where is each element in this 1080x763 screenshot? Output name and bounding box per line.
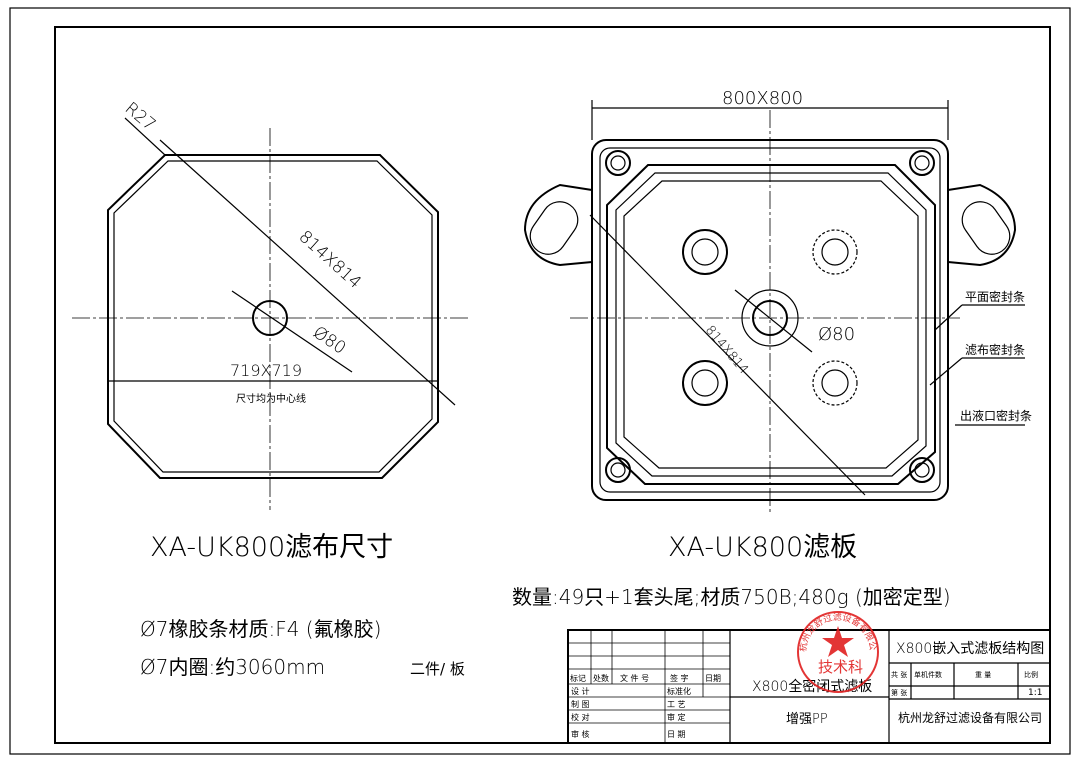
radius-label: R27	[121, 99, 159, 136]
svg-text:重 量: 重 量	[975, 671, 991, 679]
hole-label: Ø80	[309, 323, 349, 359]
svg-text:设 计: 设 计	[571, 686, 590, 696]
drain-ports	[682, 229, 858, 406]
svg-text:制 图: 制 图	[571, 699, 590, 709]
quantity-note: 数量:49只+1套头尾;材质750B;480g (加密定型)	[512, 585, 951, 609]
side-handles	[523, 183, 1017, 267]
svg-text:校 对: 校 对	[571, 712, 590, 722]
svg-text:单机件数: 单机件数	[914, 670, 942, 679]
centerline-note: 尺寸均为中心线	[236, 392, 306, 405]
plate-width-label: 800X800	[722, 88, 803, 109]
product-name: X800全密闭式滤板	[752, 678, 872, 695]
svg-text:标记: 标记	[570, 673, 586, 683]
svg-text:工 艺: 工 艺	[667, 700, 686, 709]
svg-text:签 字: 签 字	[670, 673, 689, 683]
callout-flat-seal: 平面密封条	[965, 289, 1025, 304]
left-view-title: XA-UK800滤布尺寸	[150, 532, 393, 563]
title-block: 标记 处数 文 件 号 签 字 日期 设 计 标准化 制 图 工 艺 校 对 审…	[567, 629, 1051, 744]
corner-holes	[605, 150, 935, 483]
plate-hole-label: Ø80	[818, 324, 855, 345]
callout-cloth-seal: 滤布密封条	[965, 342, 1025, 357]
outer-frame	[9, 7, 1071, 755]
svg-text:审 核: 审 核	[571, 729, 590, 739]
per-plate-note: 二件/ 板	[410, 660, 465, 678]
svg-text:共 张: 共 张	[891, 670, 907, 679]
svg-text:文 件 号: 文 件 号	[620, 673, 649, 683]
svg-text:标准化: 标准化	[667, 686, 691, 696]
rubber-material-note: Ø7橡胶条材质:F4 (氟橡胶)	[140, 617, 381, 641]
scale: 1:1	[1028, 688, 1042, 698]
center-hole	[252, 300, 288, 336]
plate-outline	[591, 139, 949, 501]
star-icon	[822, 626, 854, 657]
right-view-title: XA-UK800滤板	[668, 532, 857, 563]
filter-cloth-view: R27 814X814 Ø80 719X719 尺寸均为中心线	[72, 99, 470, 510]
material: 增强PP	[786, 712, 828, 727]
width-label: 719X719	[230, 361, 302, 380]
cloth-outline	[107, 154, 439, 479]
plate-diagonal-label: 814X814	[702, 323, 751, 377]
company-name: 杭州龙舒过滤设备有限公司	[898, 710, 1042, 725]
drawing-title: X800嵌入式滤板结构图	[896, 641, 1044, 657]
diagonal-label: 814X814	[295, 227, 365, 293]
svg-text:日期: 日期	[705, 674, 721, 683]
rubber-length-note: Ø7内圈:约3060mm	[140, 655, 325, 679]
svg-text:比例: 比例	[1024, 670, 1038, 679]
callout-outlet-seal: 出液口密封条	[960, 408, 1032, 423]
svg-text:处数: 处数	[593, 673, 609, 683]
filter-plate-view: 800X800 814X814 Ø80	[523, 88, 1032, 515]
stamp-center-text: 技术科	[818, 658, 863, 676]
inner-frame	[54, 26, 1051, 744]
svg-text:第 张: 第 张	[891, 688, 907, 697]
svg-text:日 期: 日 期	[667, 730, 686, 739]
svg-text:审 定: 审 定	[667, 712, 686, 722]
